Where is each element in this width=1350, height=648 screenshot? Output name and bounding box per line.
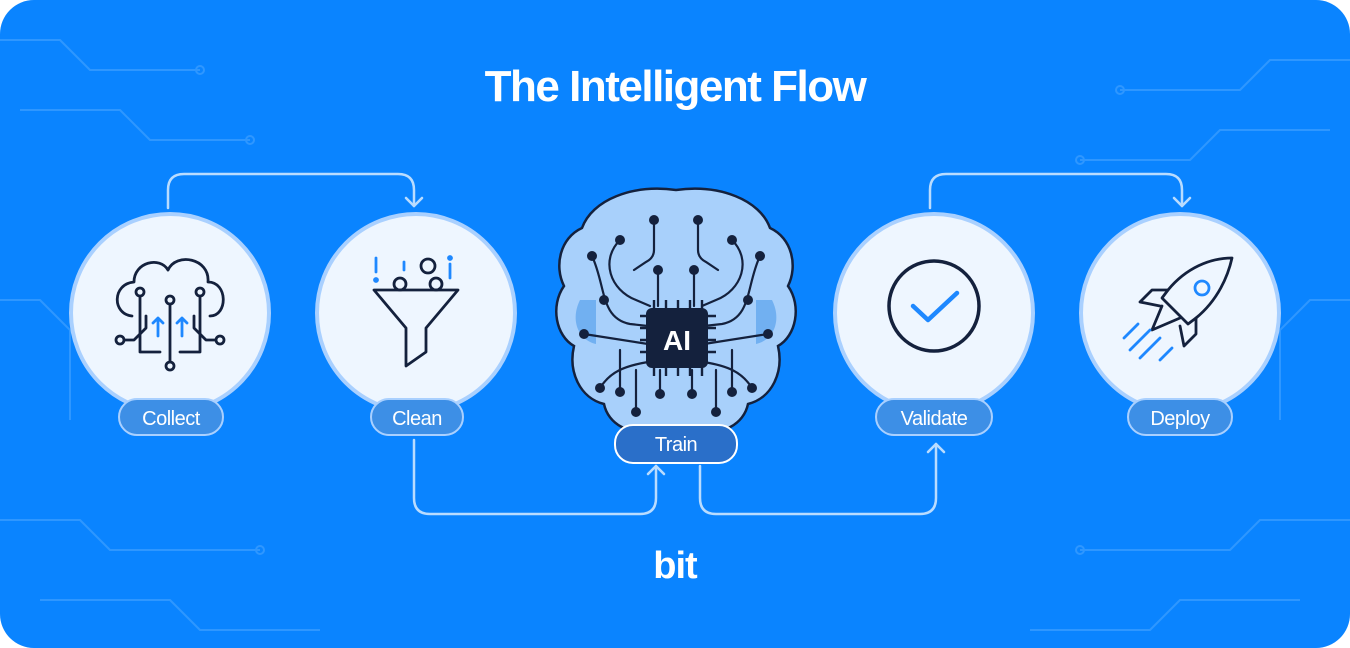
ai-chip: [640, 300, 716, 376]
step-label-validate: Validate: [875, 398, 993, 436]
step-label-train: Train: [614, 424, 738, 464]
brand-logo: bit: [625, 545, 725, 588]
arrow-clean-to-train: [412, 438, 666, 516]
ai-brain-icon: AI: [555, 187, 797, 433]
diagram-title: The Intelligent Flow: [484, 62, 867, 111]
connector-arrows: [166, 172, 1192, 516]
circuit-decoration: [0, 39, 1350, 631]
arrow-validate-to-deploy: [928, 172, 1192, 210]
step-label-collect: Collect: [118, 398, 224, 436]
clean-circle: [315, 212, 517, 414]
step-label-clean: Clean: [370, 398, 464, 436]
brand-logo-text: bit: [653, 545, 697, 587]
funnel-icon: [372, 255, 460, 368]
arrow-train-to-validate: [698, 442, 946, 516]
rocket-icon: [1122, 256, 1234, 362]
arrow-collect-to-clean: [166, 172, 424, 210]
checkmark-circle-icon: [887, 259, 981, 353]
deploy-circle: [1079, 212, 1281, 414]
cloud-network-icon: [114, 258, 226, 372]
step-label-deploy: Deploy: [1127, 398, 1233, 436]
ai-chip-label: AI: [663, 325, 691, 356]
